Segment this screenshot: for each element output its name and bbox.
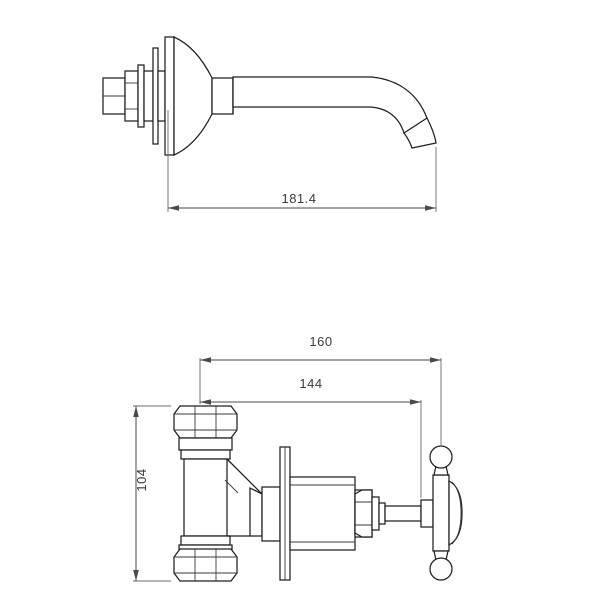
valve-handle-column [432,474,450,552]
valve-hatch-mark [224,479,239,494]
dimension-valve-overall: 160 [200,334,441,363]
valve-handle-ball-top [429,445,453,469]
valve-housing-hex [354,489,373,538]
spout-spacer [143,70,154,122]
valve-dim-104-arrow-bottom [133,570,139,581]
valve-body-group [249,446,386,581]
dimension-spout-length: 181.4 [168,191,436,211]
spout-washer-one [137,64,145,128]
valve-elevation-view: 160 144 104 [133,334,463,582]
valve-handle-ball-bottom [429,557,453,581]
valve-top-hex-nut [173,405,238,439]
valve-front-barrel [289,476,356,551]
valve-top-collar [178,437,233,451]
spout-neck [211,77,234,115]
valve-body-taper [249,486,263,537]
spout-shank-group [102,47,166,145]
valve-dim-144-arrow-right [410,399,421,405]
valve-spindle [384,505,422,522]
valve-handle-group [384,445,463,581]
spout-dim-arrow-left [168,205,179,211]
valve-body-step [261,486,281,542]
valve-height-label: 104 [134,468,149,491]
valve-bottom-shoulder [180,535,231,546]
spout-wall-plate [164,36,175,156]
valve-dim-144-arrow-left [200,399,211,405]
spout-length-label: 181.4 [281,191,316,206]
spout-washer-two [152,47,159,145]
spout-escutcheon-group [164,36,213,156]
spout-dim-arrow-right [425,205,436,211]
valve-overall-label: 160 [309,334,332,349]
spout-nut-one [124,70,139,122]
valve-handle-boss [420,499,434,528]
valve-handle-label: 144 [299,376,322,391]
valve-dim-160-arrow-left [200,357,211,363]
dimension-valve-height: 104 [133,405,171,582]
valve-dim-104-arrow-top [133,406,139,417]
spout-elevation-view: 181.4 [102,36,437,212]
valve-bottom-hex-nut [173,548,238,582]
valve-fillet-upper [226,458,263,495]
valve-gland-washer [378,502,386,525]
spout-outlet-group [403,117,437,149]
dimension-valve-handle: 144 [200,376,421,405]
valve-riser-barrel [183,458,228,537]
spout-spacer-two [157,70,166,122]
spout-outlet-tip [403,117,437,149]
valve-top-shoulder [180,449,231,460]
valve-gland-nut [371,496,380,531]
valve-riser-group [173,405,263,582]
valve-handle-cap-highlight [451,481,462,545]
spout-body-group [211,76,428,134]
valve-dim-160-arrow-right [430,357,441,363]
